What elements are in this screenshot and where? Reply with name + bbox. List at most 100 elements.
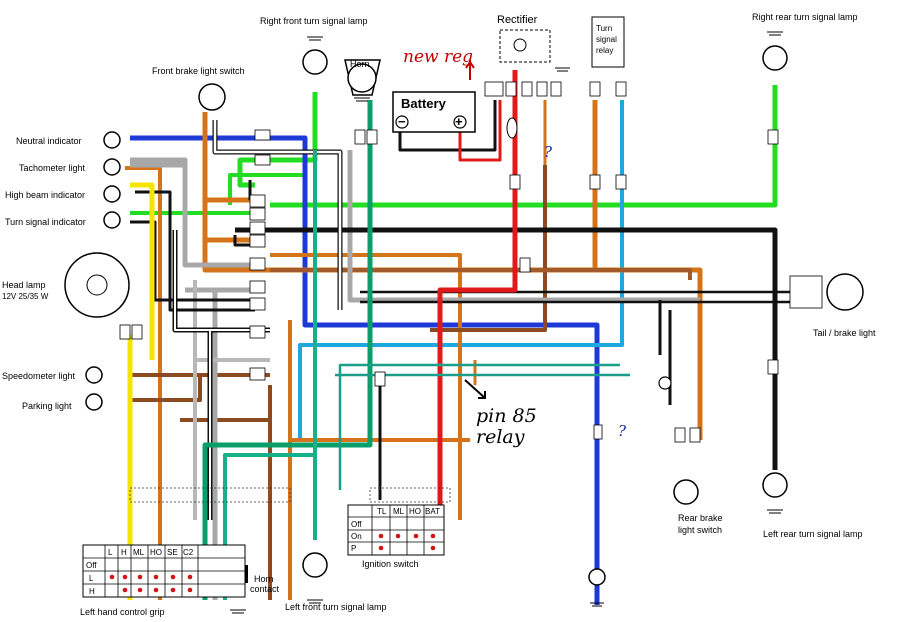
connector xyxy=(519,257,531,273)
connector xyxy=(615,81,627,97)
ign-row-off: Off xyxy=(351,520,362,529)
label-rear-brake-line1: Rear brake xyxy=(678,513,723,523)
connector xyxy=(249,234,266,248)
grip-col-ml: ML xyxy=(133,548,145,557)
connector xyxy=(767,359,779,375)
connector xyxy=(505,81,517,97)
wire-red-battery xyxy=(458,100,502,162)
connector xyxy=(521,81,533,97)
label-battery: Battery xyxy=(401,96,447,111)
neutral-switch-icon xyxy=(588,568,606,586)
ign-col-bat: BAT xyxy=(425,507,440,516)
wire-brown-right xyxy=(270,268,692,280)
connector xyxy=(767,129,779,145)
wire-grey xyxy=(130,150,700,600)
ignition-bundle xyxy=(369,487,451,503)
wire-orange-left xyxy=(125,166,162,600)
note-relay: relay xyxy=(476,426,525,448)
head-lamp-icon xyxy=(64,252,130,318)
connector xyxy=(484,81,504,97)
ground-icon xyxy=(555,67,570,72)
grip-col-h: H xyxy=(121,548,127,557)
head-lamp-filament xyxy=(86,274,108,296)
wire-black-tail xyxy=(360,290,790,304)
grip-row-h: H xyxy=(89,587,95,596)
rear-ground-icon xyxy=(658,376,672,390)
rear-brake-switch-icon xyxy=(673,479,699,505)
label-front-brake-switch: Front brake light switch xyxy=(152,66,245,76)
label-tachometer-light: Tachometer light xyxy=(19,163,86,173)
battery-negative-terminal xyxy=(395,115,409,129)
ign-row-p: P xyxy=(351,544,356,553)
connector xyxy=(249,297,266,311)
parking-light-icon xyxy=(85,393,103,411)
wire-black-ignition xyxy=(378,300,672,500)
connector xyxy=(589,174,601,190)
label-head-lamp-spec: 12V 25/35 W xyxy=(2,292,49,301)
connector-blocks xyxy=(119,81,823,443)
grip-row-off: Off xyxy=(86,561,97,570)
connector xyxy=(615,174,627,190)
connector xyxy=(249,221,266,235)
connector xyxy=(366,129,378,145)
ground-icon xyxy=(230,609,246,614)
label-horn-contact-2: contact xyxy=(250,584,280,594)
connector xyxy=(119,324,131,340)
connector xyxy=(249,325,266,339)
label-horn-contact-1: Horn xyxy=(254,574,274,584)
connector xyxy=(254,154,271,166)
wire-black-main xyxy=(235,227,778,470)
connector xyxy=(509,174,521,190)
right-front-turn-lamp-icon xyxy=(302,49,328,75)
pin85-arrow-icon xyxy=(464,379,486,399)
indicator-sockets xyxy=(85,131,121,411)
label-horn: Horn xyxy=(350,59,370,69)
grip-col-ho: HO xyxy=(150,548,162,557)
connector xyxy=(249,257,266,271)
ground-icon xyxy=(767,31,783,36)
label-relay-line1: Turn xyxy=(596,24,612,33)
ign-col-ml: ML xyxy=(393,507,405,516)
speedometer-light-icon xyxy=(85,366,103,384)
grip-col-c2: C2 xyxy=(183,548,194,557)
new-reg-arrow-icon xyxy=(465,61,475,69)
fuse-icon xyxy=(506,117,518,139)
connector xyxy=(374,371,386,387)
connector xyxy=(131,324,143,340)
ground-icon xyxy=(590,602,604,607)
ground-symbols xyxy=(230,31,783,614)
ignition-switch-table xyxy=(347,504,445,556)
ground-icon xyxy=(307,599,323,604)
wire-green-right-turn xyxy=(237,85,778,208)
wire-brown xyxy=(130,165,547,600)
connector xyxy=(249,194,266,208)
wire-white-inner xyxy=(213,120,342,310)
label-high-beam-indicator: High beam indicator xyxy=(5,190,85,200)
connector xyxy=(550,81,562,97)
label-rectifier: Rectifier xyxy=(497,14,538,26)
wire-red xyxy=(437,70,518,520)
label-battery-minus: − xyxy=(398,114,406,129)
grip-row-l: L xyxy=(89,574,94,583)
label-neutral-indicator: Neutral indicator xyxy=(16,136,82,146)
ground-icon xyxy=(354,97,370,102)
grip-col-se: SE xyxy=(167,548,178,557)
connector xyxy=(354,129,366,145)
turn-signal-relay-icon xyxy=(591,16,625,68)
wire-blue-neutral xyxy=(130,135,600,605)
right-rear-turn-lamp-icon xyxy=(762,45,788,71)
label-relay-line2: signal xyxy=(596,35,617,44)
connector xyxy=(589,81,601,97)
ground-icon xyxy=(767,509,783,514)
tail-brake-light-icon xyxy=(826,273,864,311)
front-brake-switch-icon xyxy=(198,83,226,111)
ign-col-tl: TL xyxy=(377,507,387,516)
label-left-front-turn: Left front turn signal lamp xyxy=(285,602,387,612)
left-grip-table xyxy=(82,544,246,598)
grip-contacts xyxy=(109,574,193,593)
wire-grey-2 xyxy=(193,280,270,520)
note-question-1: ? xyxy=(544,143,553,161)
connector xyxy=(249,367,266,381)
